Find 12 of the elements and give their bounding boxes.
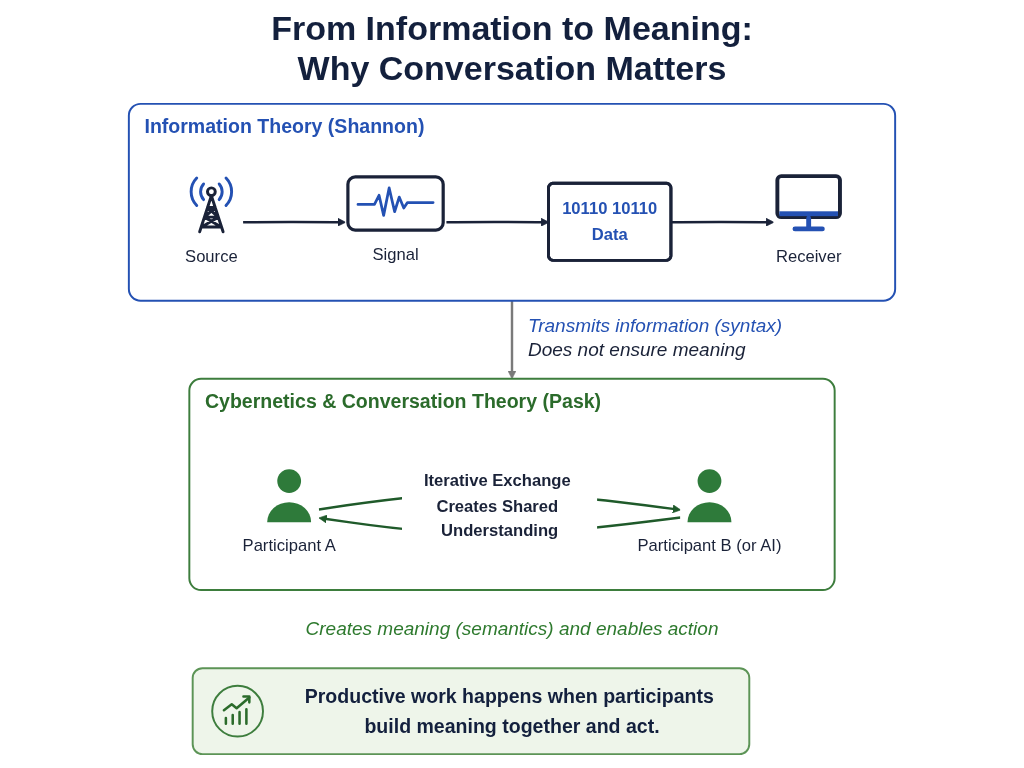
caption-text: Does not ensure meaning xyxy=(528,337,746,362)
arrow xyxy=(243,217,347,227)
arrow xyxy=(507,300,517,380)
edge-label: Iterative Exchange Creates Shared Understanding xyxy=(423,471,571,540)
node-box: Productive work happens when participants build meaning together and act. xyxy=(191,667,751,756)
caption-text: Creates meaning (semantics) and enables action xyxy=(305,617,719,642)
node-text: Participant A xyxy=(242,536,336,556)
node-text: Receiver xyxy=(775,247,842,266)
node-text: Signal xyxy=(372,245,419,265)
caption-text: Transmits information (syntax) xyxy=(528,313,783,338)
arrow xyxy=(671,217,775,227)
diagram-title: From Information to Meaning: Why Conversation Matters xyxy=(270,8,754,88)
